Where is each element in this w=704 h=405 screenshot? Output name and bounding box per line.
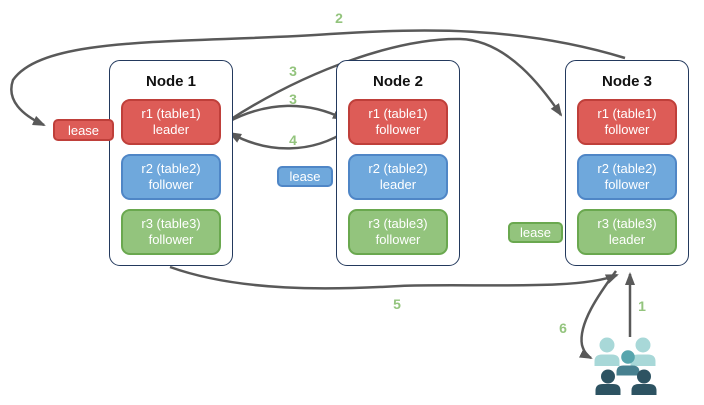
node-3-replica-r3: r3 (table3) leader <box>577 209 677 255</box>
replica-name: r1 (table1) <box>141 106 201 121</box>
replica-name: r3 (table3) <box>368 216 428 231</box>
step-label-1: 1 <box>638 298 646 314</box>
node-1-replica-r2: r2 (table2) follower <box>121 154 221 200</box>
arrow-step4-node2-to-leader <box>228 128 349 150</box>
arrow-step2-node3-to-lease1 <box>10 29 626 127</box>
node-3-title: Node 3 <box>601 73 652 90</box>
arrow-step5-node1-to-node3 <box>169 265 619 290</box>
replica-name: r2 (table2) <box>368 161 428 176</box>
node-3-replica-r1: r1 (table1) follower <box>577 99 677 145</box>
replica-role: follower <box>604 122 650 137</box>
replica-role: leader <box>379 177 417 192</box>
step-label-4: 4 <box>289 132 297 148</box>
arrow-step6-node3-to-users <box>578 270 618 360</box>
lease-badge-r3: lease <box>508 222 563 243</box>
node-2-replica-r3: r3 (table3) follower <box>348 209 448 255</box>
lease-badge-r1: lease <box>53 119 114 141</box>
node-1: Node 1 r1 (table1) leader r2 (table2) fo… <box>109 60 233 266</box>
arrow-step3-leader-to-node3 <box>227 37 563 123</box>
replica-name: r2 (table2) <box>597 161 657 176</box>
node-1-replica-r3: r3 (table3) follower <box>121 209 221 255</box>
node-2-replica-r1: r1 (table1) follower <box>348 99 448 145</box>
replica-role: follower <box>375 122 421 137</box>
step-label-2: 2 <box>335 10 343 26</box>
replica-name: r3 (table3) <box>141 216 201 231</box>
step-label-5: 5 <box>393 296 401 312</box>
arrow-step3-leader-to-node2 <box>227 104 346 124</box>
node-3-replica-r2: r2 (table2) follower <box>577 154 677 200</box>
users-group-icon <box>594 337 657 395</box>
step-label-3b: 3 <box>289 91 297 107</box>
node-3: Node 3 r1 (table1) follower r2 (table2) … <box>565 60 689 266</box>
replica-role: follower <box>148 232 194 247</box>
replica-role: leader <box>608 232 646 247</box>
node-1-title: Node 1 <box>145 73 196 90</box>
node-1-replica-r1: r1 (table1) leader <box>121 99 221 145</box>
node-2: Node 2 r1 (table1) follower r2 (table2) … <box>336 60 460 266</box>
replica-role: follower <box>375 232 421 247</box>
replica-name: r1 (table1) <box>597 106 657 121</box>
replica-name: r2 (table2) <box>141 161 201 176</box>
step-label-6: 6 <box>559 320 567 336</box>
replica-name: r3 (table3) <box>597 216 657 231</box>
node-2-title: Node 2 <box>372 73 423 90</box>
step-label-3a: 3 <box>289 63 297 79</box>
replica-role: leader <box>152 122 190 137</box>
node-2-replica-r2: r2 (table2) leader <box>348 154 448 200</box>
replica-role: follower <box>604 177 650 192</box>
replica-role: follower <box>148 177 194 192</box>
lease-badge-r2: lease <box>277 166 333 187</box>
replica-name: r1 (table1) <box>368 106 428 121</box>
